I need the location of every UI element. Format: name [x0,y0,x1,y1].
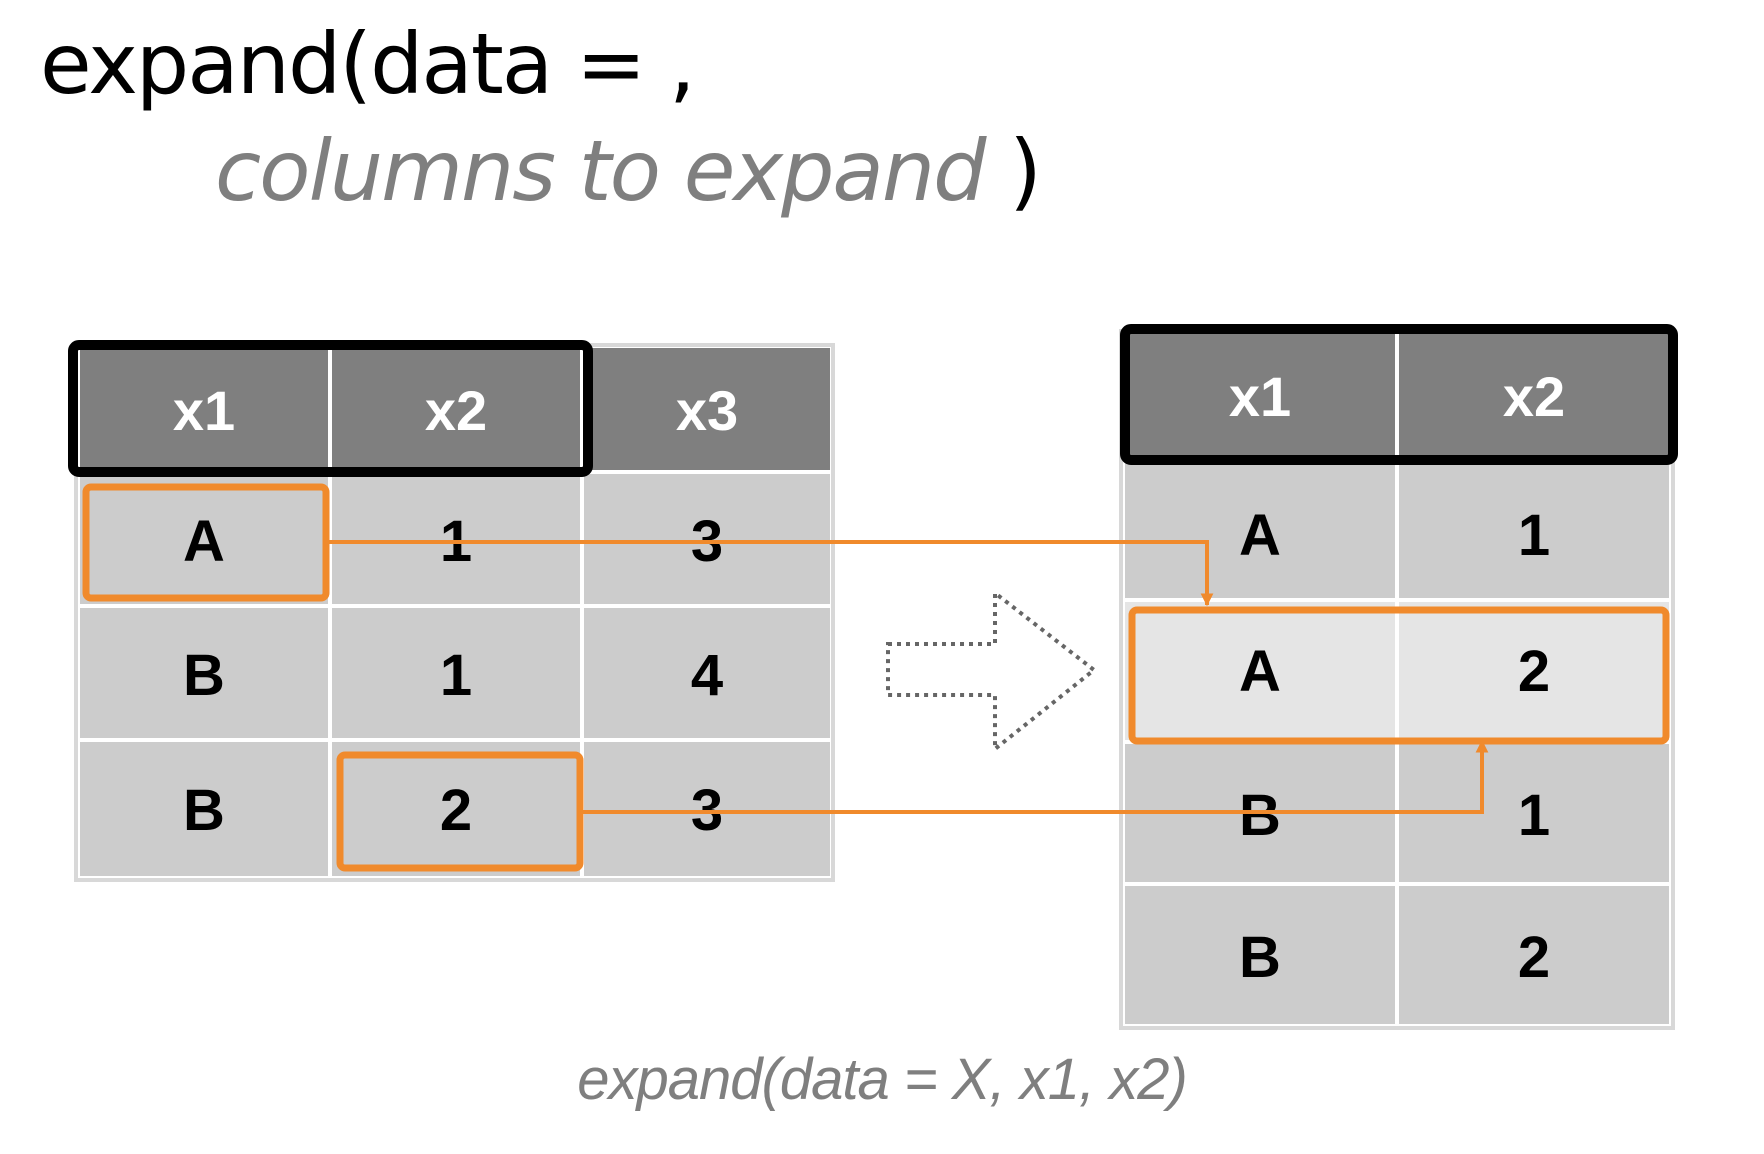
input-r3-x2: 2 [440,778,472,843]
output-r4-x2: 2 [1518,925,1550,990]
output-cell [1125,886,1395,1024]
input-cell [332,608,580,738]
input-r1-x1: A [183,509,225,574]
output-header-x1: x1 [1229,365,1291,428]
input-header-x3: x3 [676,379,738,442]
highlight-annotations [82,483,1670,872]
output-header-x1-cell [1125,334,1395,456]
output-r2-x1: A [1239,639,1281,704]
input-r2-x3: 4 [691,643,723,708]
data-argument: data = , [370,15,696,113]
output-table: x1 x2 A 1 A 2 B 1 B 2 [1119,324,1678,1030]
function-name: expand [40,15,341,113]
selected-columns-frame [68,340,593,477]
input-header-x3-cell [584,348,830,470]
input-cell [332,742,580,876]
columns-argument-placeholder: columns to expand [215,122,986,220]
input-r2-x2: 1 [440,643,472,708]
output-r3-x2: 1 [1518,783,1550,848]
output-r1-x2: 1 [1518,503,1550,568]
output-cell [1125,460,1395,598]
connector-2-to-row [580,739,1489,814]
output-cell-highlighted [1125,602,1395,740]
function-signature-line1: expand(data = , [40,14,696,114]
input-header-x2: x2 [425,379,487,442]
output-r2-x2: 2 [1518,639,1550,704]
transform-arrow-icon [886,588,1098,754]
output-cell [1399,460,1669,598]
output-cell-highlighted [1399,602,1669,740]
input-cell [332,474,580,604]
input-r3-x1: B [183,778,225,843]
example-call: expand(data = X, x1, x2) [577,1047,1188,1112]
output-r3-x1: B [1239,783,1281,848]
input-header-x2-cell [332,348,580,470]
output-r1-x1: A [1239,503,1281,568]
input-cell [584,474,830,604]
input-header-x1: x1 [173,379,235,442]
connector-a-to-row [326,540,1214,607]
input-cell [80,474,328,604]
close-paren: ) [1009,122,1042,220]
input-table: x1 x2 x3 A 1 3 B 1 4 B 2 3 [68,340,835,882]
output-header-x2-cell [1399,334,1669,456]
open-paren: ( [339,15,372,113]
input-cell [584,608,830,738]
input-r2-x1: B [183,643,225,708]
input-cell [80,742,328,876]
output-header-frame [1120,324,1678,465]
input-header-x1-cell [80,348,328,470]
function-signature-line2: columns to expand ) [215,121,1042,221]
input-cell [584,742,830,876]
output-header-x2: x2 [1503,365,1565,428]
output-cell [1399,886,1669,1024]
output-r4-x1: B [1239,925,1281,990]
highlight-output-row [1128,606,1670,745]
input-cell [80,608,328,738]
